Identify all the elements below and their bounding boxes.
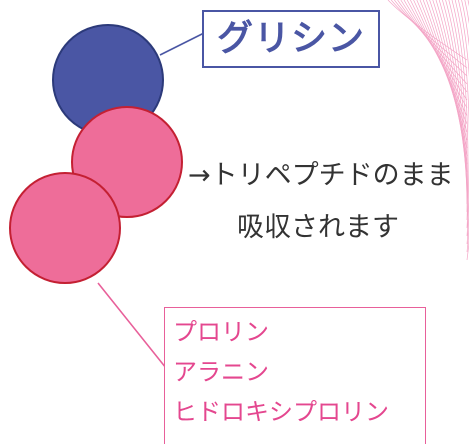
decorative-line (461, 0, 469, 245)
list-item-alanine: アラニン (173, 358, 269, 386)
decorative-line (403, 0, 468, 101)
decorative-line (451, 0, 469, 221)
decorative-line (422, 0, 468, 149)
connector-line-blue (159, 31, 207, 56)
decorative-line (445, 0, 468, 205)
glycine-label: グリシン (202, 10, 380, 68)
decorative-line (387, 0, 468, 61)
decorative-line (438, 0, 468, 189)
circle-pink-lower (9, 172, 121, 284)
decorative-line (458, 0, 469, 237)
absorption-note-line-1: →トリペプチドのまま (188, 160, 454, 191)
decorative-line (429, 0, 468, 165)
decorative-line (442, 0, 468, 197)
decorative-line (426, 0, 468, 157)
decorative-line (406, 0, 468, 109)
decorative-line (448, 0, 468, 213)
list-item-hydroxyproline: ヒドロキシプロリン (173, 398, 389, 426)
absorption-note-line-2: 吸収されます (237, 212, 399, 243)
list-item-proline: プロリン (173, 318, 269, 346)
connector-line-pink (97, 282, 167, 369)
amino-acid-list-box: プロリン アラニン ヒドロキシプロリン (164, 307, 426, 444)
